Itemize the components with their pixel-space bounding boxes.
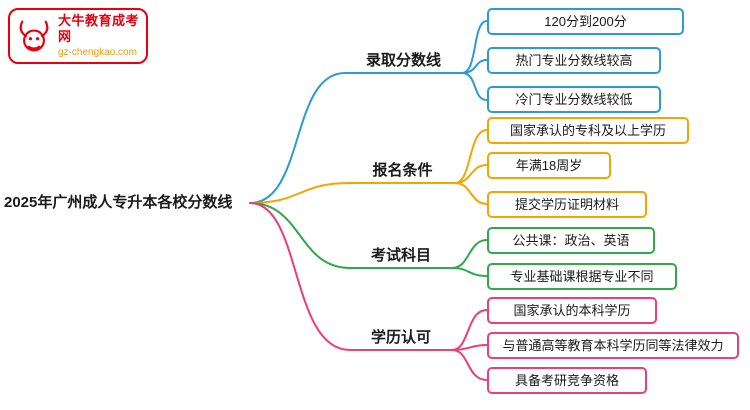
branch-node-application-conditions: 报名条件 xyxy=(372,162,433,179)
leaf-node: 冷门专业分数线较低 xyxy=(487,86,661,113)
logo-text: 大牛教育成考网 gz-chengkao.com xyxy=(58,13,140,58)
leaf-node: 具备考研竞争资格 xyxy=(487,367,647,394)
site-name: 大牛教育成考网 xyxy=(58,13,140,44)
root-node: 2025年广州成人专升本各校分数线 xyxy=(4,194,233,211)
leaf-node: 国家承认的专科及以上学历 xyxy=(487,117,689,144)
leaf-node: 热门专业分数线较高 xyxy=(487,47,661,74)
bull-icon xyxy=(19,20,49,52)
leaf-node: 提交学历证明材料 xyxy=(487,191,647,218)
leaf-node: 公共课：政治、英语 xyxy=(487,227,655,254)
leaf-node: 与普通高等教育本科学历同等法律效力 xyxy=(487,332,739,359)
site-url: gz-chengkao.com xyxy=(58,46,137,58)
branch-node-exam-subjects: 考试科目 xyxy=(370,247,431,264)
site-logo: 大牛教育成考网 gz-chengkao.com xyxy=(8,8,148,64)
leaf-node: 120分到200分 xyxy=(487,8,684,35)
leaf-node: 年满18周岁 xyxy=(487,152,611,179)
branch-node-degree-recognition: 学历认可 xyxy=(370,329,431,346)
branch-node-admission-score: 录取分数线 xyxy=(365,52,441,69)
leaf-node: 专业基础课根据专业不同 xyxy=(487,263,677,290)
leaf-node: 国家承认的本科学历 xyxy=(487,297,657,324)
